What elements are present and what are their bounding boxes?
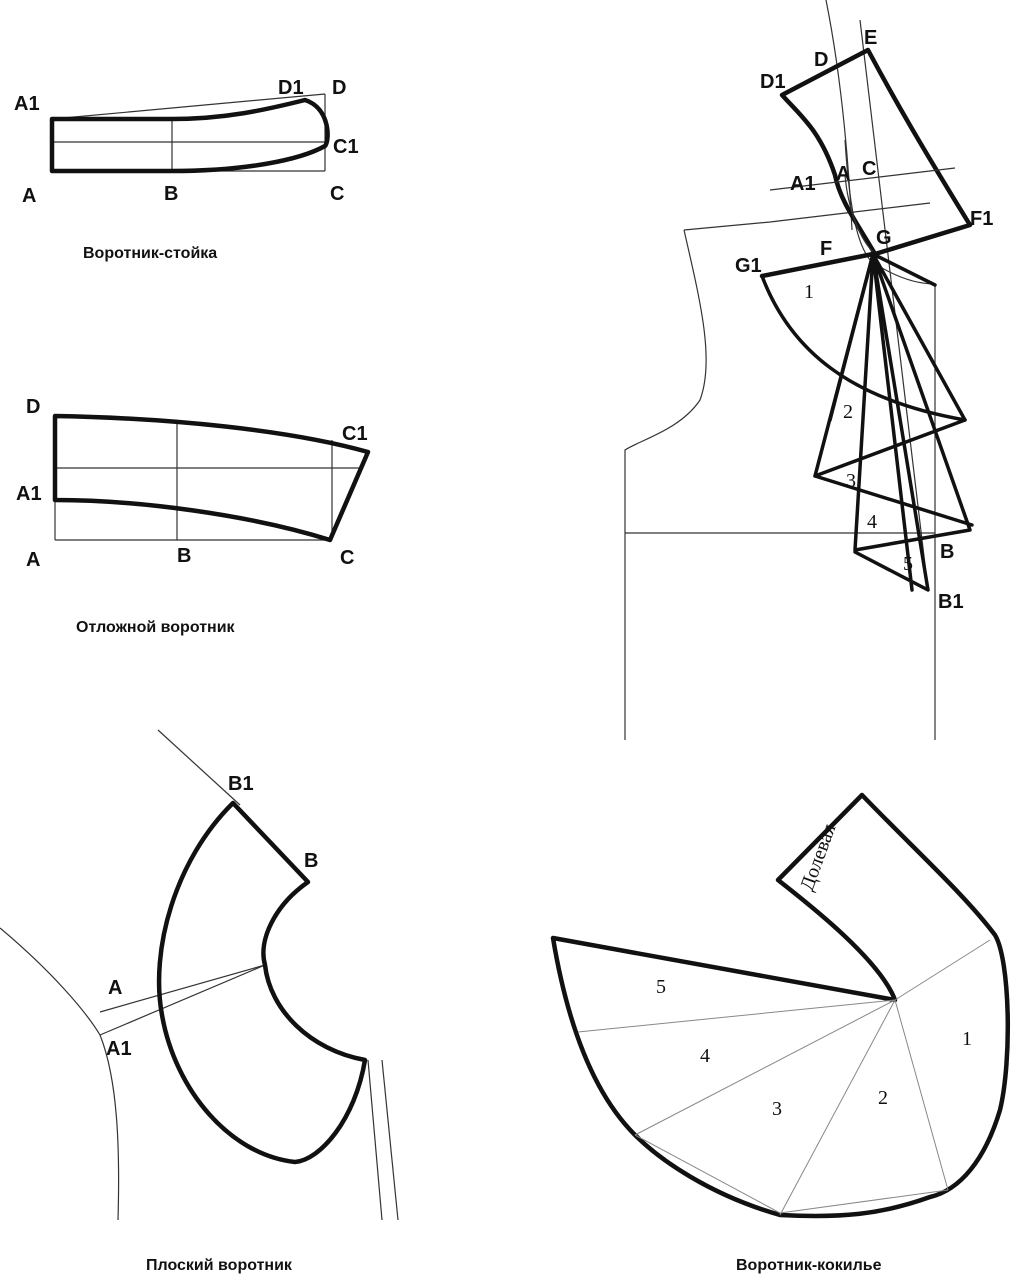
turndown-collar-point-a: A bbox=[26, 549, 40, 571]
cascade-collar-section-5: 5 bbox=[656, 976, 666, 998]
stand-collar-caption: Воротник-стойка bbox=[83, 245, 217, 262]
stand-collar-point-d1: D1 bbox=[278, 77, 304, 99]
cascade-collar-section-2: 2 bbox=[878, 1087, 888, 1109]
flat-collar-shoulder-line bbox=[157, 729, 241, 806]
flat-collar-guide-2 bbox=[99, 964, 266, 1036]
turndown-collar-point-d: D bbox=[26, 396, 40, 418]
turndown-collar-point-b: B bbox=[177, 545, 191, 567]
turndown-collar-point-c: C bbox=[340, 547, 354, 569]
construction-section-3: 3 bbox=[846, 470, 856, 492]
construction-inner-curve bbox=[844, 174, 876, 255]
turndown-collar-outline bbox=[52, 413, 371, 543]
stand-collar-panel: A1 A B C C1 D1 D Воротник-стойка bbox=[14, 77, 359, 262]
bodice-center-axis bbox=[859, 19, 929, 591]
stand-collar-point-c: C bbox=[330, 183, 344, 205]
flat-collar-caption: Плоский воротник bbox=[146, 1257, 293, 1274]
construction-g-g1-line bbox=[759, 251, 876, 279]
construction-point-a: A bbox=[836, 163, 850, 185]
cascade-collar-section-3: 3 bbox=[772, 1098, 782, 1120]
stand-collar-point-b: B bbox=[164, 183, 178, 205]
turndown-collar-caption: Отложной воротник bbox=[76, 619, 236, 636]
construction-cross-line bbox=[769, 167, 956, 191]
construction-section-2: 2 bbox=[843, 401, 853, 423]
flat-collar-center-front-2 bbox=[381, 1059, 399, 1221]
stand-collar-top-guide bbox=[51, 93, 326, 120]
stand-collar-point-d: D bbox=[332, 77, 346, 99]
flat-collar-point-a: A bbox=[108, 977, 122, 999]
flat-collar-point-b: B bbox=[304, 850, 318, 872]
cascade-collar-outline bbox=[550, 792, 1011, 1219]
construction-point-d: D bbox=[814, 49, 828, 71]
construction-section-5: 5 bbox=[903, 553, 913, 575]
stand-collar-point-a1: A1 bbox=[14, 93, 40, 115]
construction-point-f: F bbox=[820, 238, 832, 260]
turndown-collar-panel: D A1 A B C C1 Отложной воротник bbox=[16, 396, 371, 636]
construction-fan-lines bbox=[813, 252, 972, 592]
construction-point-a1: A1 bbox=[790, 173, 816, 195]
flat-collar-point-a1: A1 bbox=[106, 1038, 132, 1060]
cascade-collar-section-1: 1 bbox=[962, 1028, 972, 1050]
construction-point-g: G bbox=[876, 227, 892, 249]
construction-point-e: E bbox=[864, 27, 877, 49]
flat-collar-outline bbox=[156, 800, 368, 1165]
stand-collar-point-c1: C1 bbox=[333, 136, 359, 158]
construction-point-d1: D1 bbox=[760, 71, 786, 93]
turndown-collar-point-a1: A1 bbox=[16, 483, 42, 505]
flat-collar-guide-1 bbox=[99, 964, 266, 1013]
cascade-collar-section-lines bbox=[577, 939, 991, 1216]
construction-collar-band bbox=[779, 47, 973, 257]
construction-section-4: 4 bbox=[867, 511, 877, 533]
turndown-collar-point-c1: C1 bbox=[342, 423, 368, 445]
stand-collar-outline bbox=[49, 97, 330, 174]
construction-fan-wedges bbox=[813, 252, 974, 592]
cascade-collar-panel: Долевая 1 2 3 4 5 Воротник-кокилье bbox=[550, 792, 1011, 1274]
flat-collar-point-b1: B1 bbox=[228, 773, 254, 795]
cascade-collar-caption: Воротник-кокилье bbox=[736, 1257, 882, 1274]
flat-collar-panel: B1 B A A1 Плоский воротник bbox=[0, 729, 399, 1274]
construction-point-b: B bbox=[940, 541, 954, 563]
flat-collar-neck-curve bbox=[0, 927, 120, 1221]
construction-sector-1-arc bbox=[760, 274, 967, 422]
stand-collar-point-a: A bbox=[22, 185, 36, 207]
flat-collar-center-front-1 bbox=[367, 1059, 383, 1221]
construction-point-b1: B1 bbox=[938, 591, 964, 613]
construction-point-c: C bbox=[862, 158, 876, 180]
construction-section-1: 1 bbox=[804, 281, 814, 303]
construction-point-f1: F1 bbox=[970, 208, 993, 230]
construction-point-g1: G1 bbox=[735, 255, 762, 277]
construction-panel: E D D1 A1 A C F1 G1 F G B B1 1 2 3 4 5 bbox=[624, 0, 993, 740]
cascade-collar-section-4: 4 bbox=[700, 1045, 710, 1067]
bodice-armhole-line bbox=[624, 0, 931, 740]
